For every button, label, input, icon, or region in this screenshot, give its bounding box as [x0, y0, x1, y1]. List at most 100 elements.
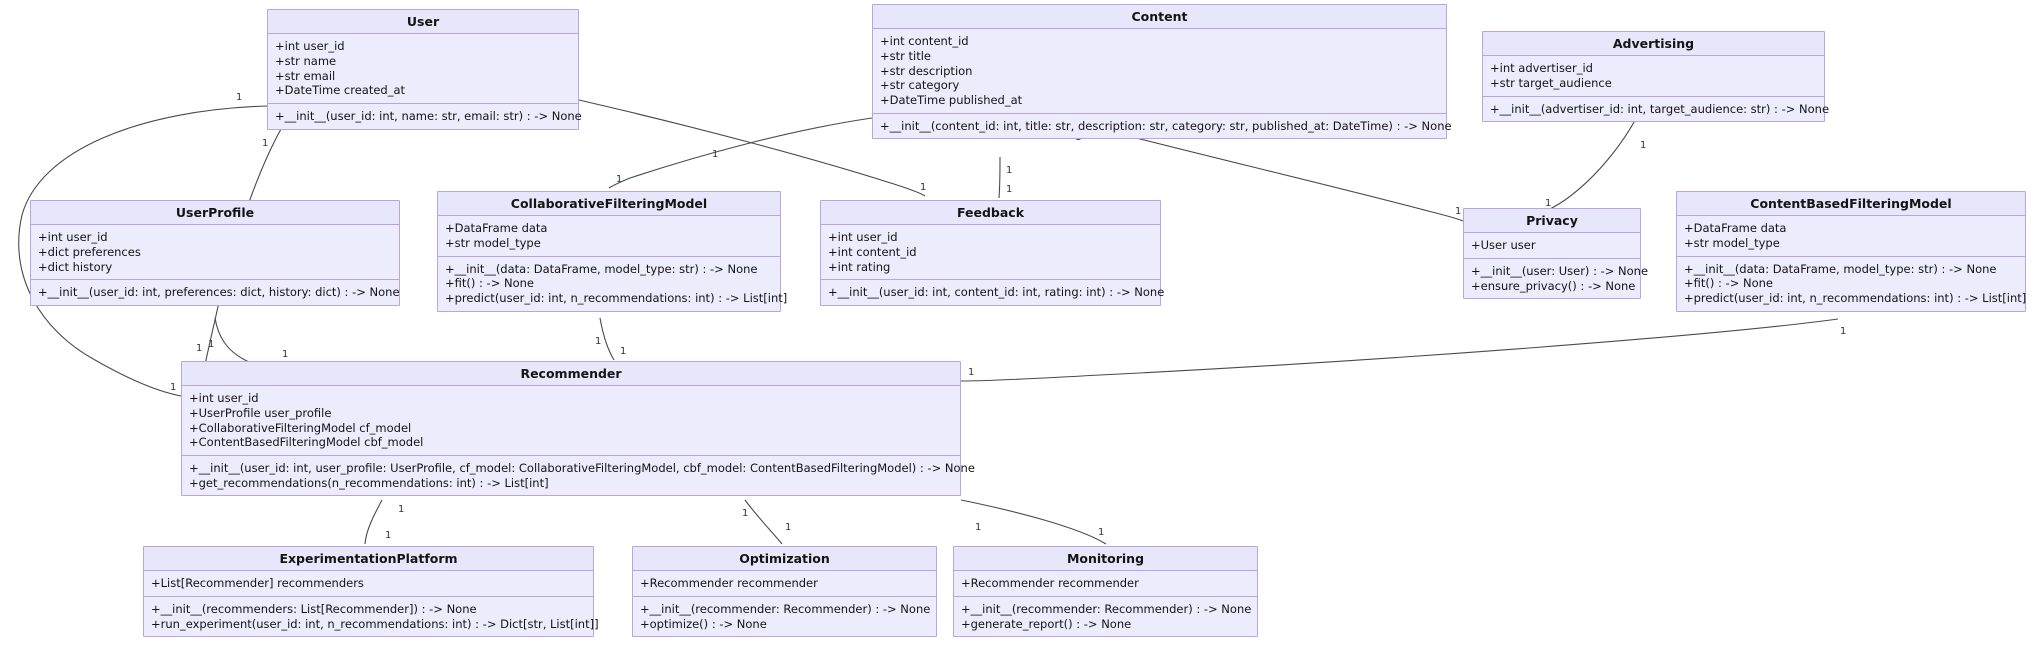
class-methods-user: +__init__(user_id: int, name: str, email… — [268, 104, 582, 129]
method-row: +fit() : -> None — [1684, 276, 1773, 291]
method-row: +__init__(user_id: int, user_profile: Us… — [189, 461, 975, 475]
relation-edge-cfmodel-recommender2 — [599, 317, 615, 361]
class-box-optimization[interactable]: Optimization +Recommender recommender +__i… — [632, 546, 937, 638]
class-box-cfmodel[interactable]: CollaborativeFilteringModel +DataFrame da… — [437, 191, 788, 312]
attribute-row: +str target_audience — [1490, 75, 1612, 90]
attribute-row: +str email — [275, 68, 336, 83]
class-box-cbfmodel[interactable]: ContentBasedFilteringModel+DataFrame dat… — [1676, 191, 2026, 312]
multiplicity-label: 1 — [920, 182, 926, 193]
multiplicity-label: 1 — [616, 174, 622, 185]
class-methods-cbfmodel: +__init__(data: DataFrame, model_type: s… — [1677, 256, 2027, 311]
class-name-privacy: Privacy — [1464, 209, 1640, 234]
multiplicity-label: 1 — [1455, 206, 1461, 217]
multiplicity-label: 1 — [595, 336, 601, 347]
method-row: +predict(user_id: int, n_recommendations… — [1684, 291, 2027, 305]
method-row: +generate_report() : -> None — [961, 616, 1132, 631]
multiplicity-label: 1 — [1640, 140, 1646, 151]
class-methods-content: +__init__(content_id: int, title: str, d… — [873, 113, 1452, 139]
multiplicity-label: 1 — [196, 343, 202, 354]
class-methods-recommender: +__init__(user_id: int, user_profile: Us… — [182, 456, 975, 496]
relation-edge-recommender-optimization — [744, 499, 783, 545]
method-row: +__init__(recommender: Recommender) : ->… — [640, 601, 931, 616]
method-row: +__init__(recommender: Recommender) : ->… — [961, 601, 1252, 616]
class-name-recommender: Recommender — [182, 362, 960, 387]
class-attributes-cbfmodel: +DataFrame data+str model_type — [1677, 216, 2025, 257]
attribute-row: +ContentBasedFilteringModel cbf_model — [189, 435, 424, 450]
attribute-row: +DateTime created_at — [275, 83, 406, 98]
multiplicity-label: 1 — [712, 149, 718, 160]
method-row: +get_recommendations(n_recommendations: … — [189, 475, 549, 490]
method-row: +__init__(user_id: int, content_id: int,… — [828, 285, 1165, 300]
attribute-row: +int content_id — [828, 244, 917, 259]
attribute-row: +int user_id — [38, 230, 108, 245]
class-name-cfmodel: CollaborativeFilteringModel — [438, 192, 780, 217]
class-box-user[interactable]: User +int user_id+str name+str email+Date… — [267, 9, 582, 130]
attribute-row: +DateTime published_at — [880, 93, 1023, 107]
method-row: +__init__(content_id: int, title: str, d… — [880, 118, 1452, 133]
relation-edge-content-feedback — [998, 156, 1001, 199]
method-row: +predict(user_id: int, n_recommendations… — [445, 291, 788, 305]
class-box-userprofile[interactable]: UserProfile+int user_id+dict preferences… — [30, 200, 400, 306]
multiplicity-label: 1 — [236, 92, 242, 103]
class-methods-experimentation: +__init__(recommenders: List[Recommender… — [144, 596, 599, 637]
class-box-content[interactable]: Content+int content_id+str title+str des… — [872, 4, 1452, 140]
attribute-row: +str model_type — [445, 235, 541, 250]
attribute-row: +Recommender recommender — [640, 576, 818, 591]
attribute-row: +DataFrame data — [1684, 221, 1787, 236]
attribute-row: +dict preferences — [38, 244, 141, 259]
attribute-row: +int user_id — [189, 391, 259, 406]
multiplicity-label: 1 — [282, 349, 288, 360]
attribute-row: +int content_id — [880, 34, 969, 49]
method-row: +optimize() : -> None — [640, 616, 767, 631]
class-name-optimization: Optimization — [633, 547, 936, 572]
class-name-user: User — [268, 10, 578, 35]
multiplicity-label: 1 — [1006, 165, 1012, 176]
method-row: +run_experiment(user_id: int, n_recommen… — [151, 616, 599, 631]
class-box-experimentation[interactable]: ExperimentationPlatform +List[Recommender… — [143, 546, 599, 638]
method-row: +__init__(data: DataFrame, model_type: s… — [1684, 261, 1997, 276]
attribute-row: +str category — [880, 78, 960, 93]
multiplicity-label: 1 — [1006, 184, 1012, 195]
multiplicity-label: 1 — [262, 138, 268, 149]
attribute-row: +str title — [880, 48, 932, 63]
multiplicity-label: 1 — [742, 508, 748, 519]
class-name-monitoring: Monitoring — [954, 547, 1257, 572]
attribute-row: +int rating — [828, 259, 891, 274]
class-attributes-content: +int content_id+str title+str descriptio… — [873, 29, 1446, 114]
attribute-row: +List[Recommender] recommenders — [151, 576, 364, 591]
class-name-userprofile: UserProfile — [31, 201, 399, 226]
method-row: +__init__(user: User) : -> None — [1471, 263, 1649, 278]
multiplicity-label: 1 — [620, 346, 626, 357]
class-name-content: Content — [873, 5, 1446, 30]
multiplicity-label: 1 — [1840, 326, 1846, 337]
class-name-cbfmodel: ContentBasedFilteringModel — [1677, 192, 2025, 217]
class-name-experimentation: ExperimentationPlatform — [144, 547, 593, 572]
attribute-row: +DataFrame data — [445, 221, 548, 236]
class-methods-privacy: +__init__(user: User) : -> None+ensure_p… — [1464, 258, 1649, 299]
class-attributes-userprofile: +int user_id+dict preferences+dict histo… — [31, 225, 399, 281]
attribute-row: +dict history — [38, 259, 113, 274]
class-box-recommender[interactable]: Recommender+int user_id+UserProfile user… — [181, 361, 975, 497]
class-box-privacy[interactable]: Privacy +User user +__init__(user: User) :… — [1463, 208, 1649, 300]
multiplicity-label: 1 — [1098, 527, 1104, 538]
class-box-advertising[interactable]: Advertising+int advertiser_id+str target… — [1482, 31, 1829, 123]
class-methods-monitoring: +__init__(recommender: Recommender) : ->… — [954, 596, 1257, 637]
method-row: +fit() : -> None — [445, 276, 534, 291]
attribute-row: +str name — [275, 53, 337, 68]
class-attributes-experimentation: +List[Recommender] recommenders — [144, 571, 593, 597]
class-name-advertising: Advertising — [1483, 32, 1824, 57]
method-row: +__init__(recommenders: List[Recommender… — [151, 601, 477, 616]
attribute-row: +str model_type — [1684, 235, 1780, 250]
class-box-feedback[interactable]: Feedback +int user_id+int content_id+int … — [820, 200, 1165, 306]
attribute-row: +User user — [1471, 238, 1536, 253]
class-name-feedback: Feedback — [821, 201, 1160, 226]
attribute-row: +int user_id — [275, 39, 345, 54]
class-box-monitoring[interactable]: Monitoring+Recommender recommender +__ini… — [953, 546, 1258, 638]
class-attributes-optimization: +Recommender recommender — [633, 571, 936, 597]
class-methods-userprofile: +__init__(user_id: int, preferences: dic… — [31, 280, 400, 305]
attribute-row: +int user_id — [828, 230, 898, 245]
class-attributes-monitoring: +Recommender recommender — [954, 571, 1257, 597]
multiplicity-label: 1 — [968, 367, 974, 378]
attribute-row: +str description — [880, 63, 973, 78]
